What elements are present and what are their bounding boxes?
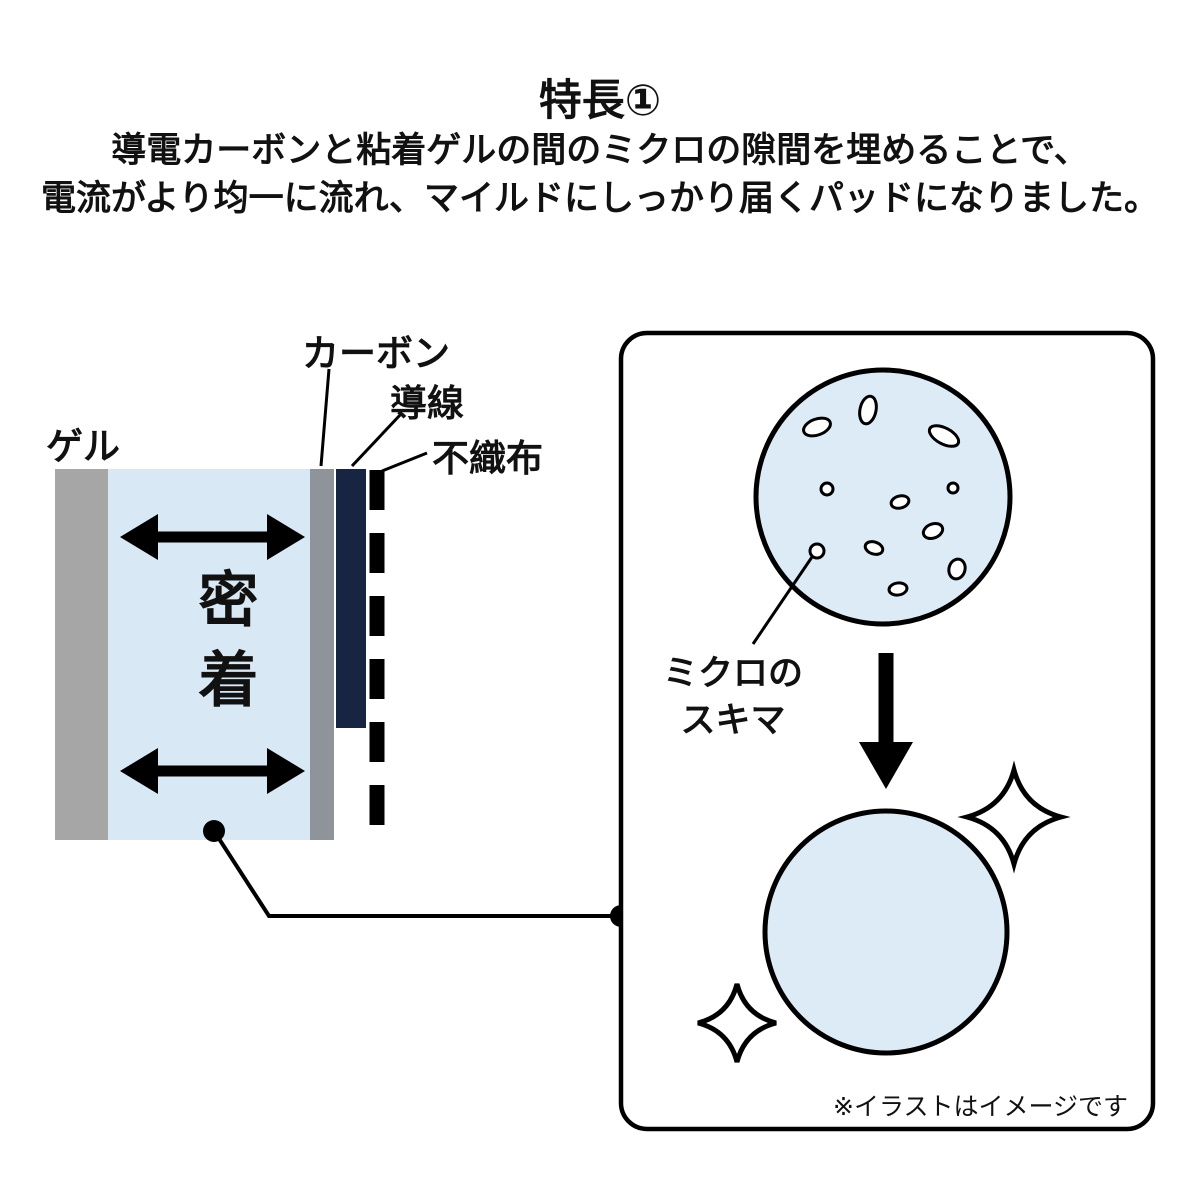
micro-gap-blob [819,481,835,497]
micro-gap-blob [808,542,826,560]
micro-gap-label-line-2: スキマ [680,701,786,740]
illustration-note: ※イラストはイメージです [833,1093,1128,1121]
nonwoven-fabric-label: 不織布 [432,438,543,479]
micro-gap-blob [927,424,961,448]
micro-gap-blob [802,416,832,438]
arrow-left-head [120,748,158,794]
arrow-right-head [267,514,305,560]
sparkle-icon [957,760,1071,874]
gel-layer-bar [55,469,108,840]
adhesion-label: 密着 [190,568,257,728]
adhesion-arrow-top [120,514,305,560]
micro-gap-label: ミクロの スキマ [633,650,833,744]
smooth-surface-circle [762,808,1010,1056]
nonwoven-pointer-line [381,451,428,473]
gel-label: ゲル [46,426,120,467]
down-arrow [859,653,913,789]
sparkle-icon [688,974,786,1072]
micro-gap-blob [863,540,885,556]
lead-wire-pointer-line [350,412,403,468]
arrow-left-head [120,514,158,560]
carbon-label: カーボン [302,333,450,374]
connector-line [212,829,621,918]
micro-gap-label-line-1: ミクロの [662,654,803,693]
micro-gap-blob [858,394,878,426]
description-line-2: 電流がより均一に流れ、マイルドにしっかり届くパッドになりました。 [41,179,1159,218]
arrow-head [859,742,913,789]
micro-gap-blob [947,557,967,581]
micro-gap-pointer-line [751,556,814,645]
adhesion-arrow-bottom [120,748,305,794]
micro-gap-blob [921,522,945,540]
carbon-pointer-line [319,368,331,467]
micro-gap-blob [889,494,911,510]
arrow-right-head [267,748,305,794]
micro-gap-blobs [802,394,967,597]
micro-gap-blob [887,581,909,597]
lead-wire-label: 導線 [390,383,464,424]
lead-wire-layer-bar [336,469,366,728]
page-title: 特長① [538,77,662,125]
description-line-1: 導電カーボンと粘着ゲルの間のミクロの隙間を埋めることで、 [111,131,1089,170]
micro-gap-blob [946,481,960,495]
carbon-layer-bar [310,469,334,840]
